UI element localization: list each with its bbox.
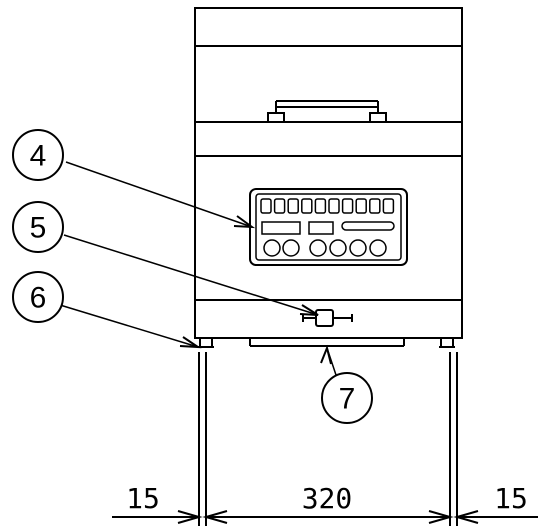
foot-left [198,337,214,348]
panel-knob [329,239,347,257]
drain-valve [302,309,353,327]
lid-handle [267,100,387,123]
callout-5: 5 [12,201,64,253]
dimension-right-offset: 15 [494,482,528,515]
callout-4: 4 [12,129,64,181]
panel-knob [263,239,281,257]
panel-knob [282,239,300,257]
leader-lines [59,161,337,376]
callout-6: 6 [12,271,64,323]
control-panel [249,188,408,266]
dimension-line [112,510,538,524]
control-panel-buttons [260,198,395,214]
svg-text:4: 4 [30,140,47,173]
control-panel-displays [261,221,395,235]
dimension-foot-spacing: 320 [302,482,353,515]
foot-right [439,337,455,348]
drip-tray [249,338,405,347]
panel-knob [369,239,387,257]
svg-text:5: 5 [30,212,47,245]
panel-knob [309,239,327,257]
panel-knob [349,239,367,257]
cabinet-body [194,7,463,339]
panel-button [355,198,367,214]
svg-text:6: 6 [30,282,47,315]
panel-button [273,198,286,214]
svg-text:7: 7 [339,383,356,416]
control-panel-knobs [263,239,387,257]
callout-7: 7 [321,372,373,424]
panel-button [287,198,299,214]
dimension-left-offset: 15 [126,482,160,515]
panel-button [341,198,354,214]
panel-button [301,198,313,214]
panel-button [369,198,381,214]
panel-button [314,198,327,214]
panel-button [328,198,340,214]
panel-button [382,198,395,214]
extension-lines [198,352,458,526]
panel-button [260,198,272,214]
